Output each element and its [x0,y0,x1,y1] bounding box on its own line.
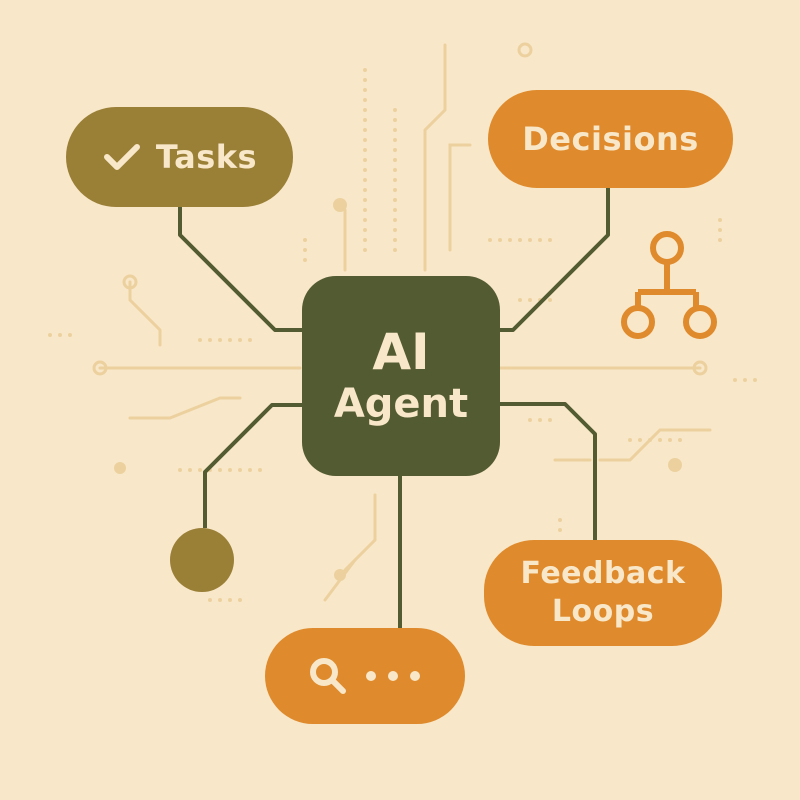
ai-agent-core-node: AI Agent [302,276,500,476]
search-icon [310,658,346,694]
search-node [265,628,465,724]
tasks-node: Tasks [66,107,293,207]
olive-circle-node [170,528,234,592]
checkmark-icon [103,144,140,170]
feedback-line1: Feedback [520,556,686,591]
core-title-line1: AI [372,323,430,381]
decisions-label: Decisions [522,120,699,158]
core-title-line2: Agent [333,381,469,427]
feedback-loops-node: Feedback Loops [484,540,722,646]
decisions-node: Decisions [488,90,733,188]
dots-icon [366,671,420,681]
hierarchy-tree-icon [621,231,717,339]
tasks-label: Tasks [155,138,258,176]
feedback-line2: Loops [551,594,655,629]
